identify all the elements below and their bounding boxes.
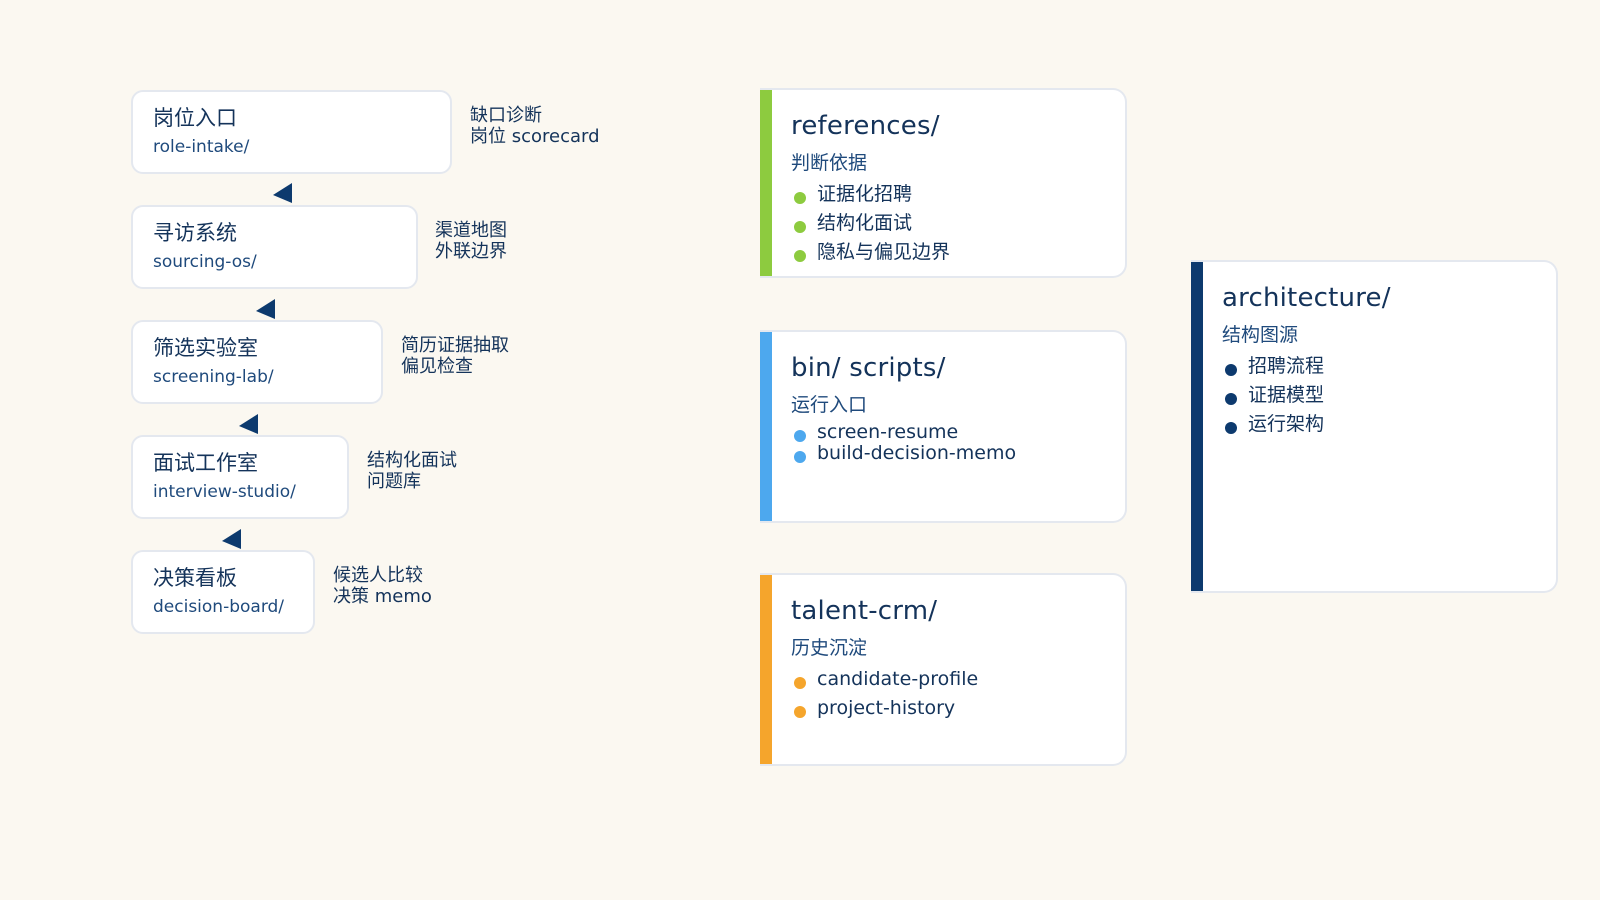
stage-path: sourcing-os/: [153, 252, 257, 272]
list-item: 运行架构: [1222, 410, 1556, 439]
card-list: 证据化招聘 结构化面试 隐私与偏见边界: [791, 180, 1125, 267]
bullet-dot-icon: [1225, 363, 1237, 376]
stage-title: 寻访系统: [153, 221, 237, 245]
card-list: 招聘流程 证据模型 运行架构: [1222, 352, 1556, 439]
note-line: 问题库: [367, 471, 421, 492]
card-title: references/: [791, 111, 940, 141]
bullet-dot-icon: [794, 191, 806, 204]
bullet-dot-icon: [794, 249, 806, 262]
stage-note-role-intake: 缺口诊断 岗位 scorecard: [470, 105, 600, 147]
flow-arrow-icon: [222, 529, 241, 549]
note-line: 偏见检查: [401, 356, 473, 377]
card-subtitle: 运行入口: [791, 394, 868, 416]
card-title: architecture/: [1222, 283, 1391, 313]
stage-title: 筛选实验室: [153, 336, 258, 360]
accent-bar: [1191, 262, 1203, 591]
stage-note-interview-studio: 结构化面试 问题库: [367, 450, 457, 492]
stage-sourcing-os: 寻访系统 sourcing-os/: [131, 205, 418, 289]
flow-arrow-icon: [256, 299, 275, 319]
stage-note-decision-board: 候选人比较 决策 memo: [333, 565, 432, 607]
card-list: candidate-profile project-history: [791, 665, 1125, 723]
card-architecture: architecture/ 结构图源 招聘流程 证据模型 运行架构: [1191, 260, 1558, 593]
list-item: 证据模型: [1222, 381, 1556, 410]
bullet-dot-icon: [794, 450, 806, 463]
card-scripts: bin/ scripts/ 运行入口 screen-resume build-d…: [760, 330, 1127, 523]
note-line: 缺口诊断: [470, 105, 542, 126]
bullet-dot-icon: [794, 429, 806, 442]
stage-role-intake: 岗位入口 role-intake/: [131, 90, 452, 174]
bullet-dot-icon: [794, 676, 806, 689]
card-subtitle: 结构图源: [1222, 324, 1299, 346]
list-item: build-decision-memo: [791, 443, 1125, 464]
bullet-dot-icon: [1225, 421, 1237, 434]
stage-path: role-intake/: [153, 137, 250, 157]
stage-title: 岗位入口: [153, 106, 237, 130]
card-references: references/ 判断依据 证据化招聘 结构化面试 隐私与偏见边界: [760, 88, 1127, 278]
note-line: 渠道地图: [435, 220, 507, 241]
stage-note-sourcing-os: 渠道地图 外联边界: [435, 220, 507, 262]
list-item: candidate-profile: [791, 665, 1125, 694]
stage-screening-lab: 筛选实验室 screening-lab/: [131, 320, 383, 404]
card-subtitle: 判断依据: [791, 152, 868, 174]
bullet-dot-icon: [1225, 392, 1237, 405]
accent-bar: [760, 332, 772, 521]
stage-path: decision-board/: [153, 597, 285, 617]
stage-interview-studio: 面试工作室 interview-studio/: [131, 435, 349, 519]
list-item: 招聘流程: [1222, 352, 1556, 381]
stage-title: 面试工作室: [153, 451, 258, 475]
bullet-dot-icon: [794, 220, 806, 233]
card-talent-crm: talent-crm/ 历史沉淀 candidate-profile proje…: [760, 573, 1127, 766]
note-line: 决策 memo: [333, 586, 432, 607]
list-item: 隐私与偏见边界: [791, 238, 1125, 267]
stage-path: interview-studio/: [153, 482, 296, 502]
card-subtitle: 历史沉淀: [791, 637, 868, 659]
card-title: talent-crm/: [791, 596, 938, 626]
stage-title: 决策看板: [153, 566, 237, 590]
stage-path: screening-lab/: [153, 367, 274, 387]
flow-arrow-icon: [273, 183, 292, 203]
list-item: 证据化招聘: [791, 180, 1125, 209]
note-line: 候选人比较: [333, 565, 423, 586]
note-line: 外联边界: [435, 241, 507, 262]
flow-arrow-icon: [239, 414, 258, 434]
bullet-dot-icon: [794, 705, 806, 718]
stage-decision-board: 决策看板 decision-board/: [131, 550, 315, 634]
note-line: 岗位 scorecard: [470, 126, 600, 147]
note-line: 结构化面试: [367, 450, 457, 471]
accent-bar: [760, 575, 772, 764]
list-item: 结构化面试: [791, 209, 1125, 238]
card-list: screen-resume build-decision-memo: [791, 422, 1125, 464]
card-title: bin/ scripts/: [791, 353, 946, 383]
list-item: project-history: [791, 694, 1125, 723]
accent-bar: [760, 90, 772, 276]
list-item: screen-resume: [791, 422, 1125, 443]
note-line: 简历证据抽取: [401, 335, 509, 356]
stage-note-screening-lab: 简历证据抽取 偏见检查: [401, 335, 509, 377]
